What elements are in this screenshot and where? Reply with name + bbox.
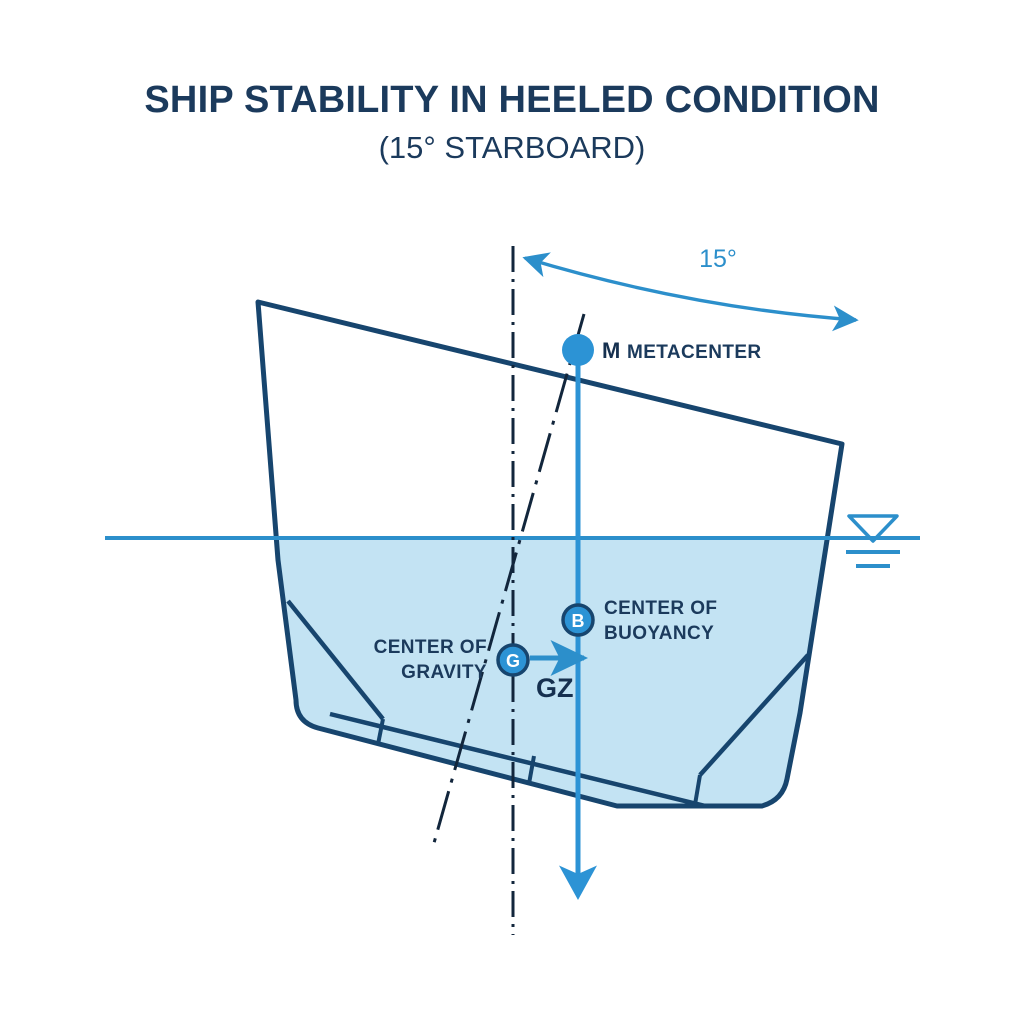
buoyancy-marker-letter: B [572,611,585,631]
submerged-hull-fill [276,538,828,806]
double-bottom-line [329,711,796,806]
waterline-symbol [846,514,900,568]
gravity-marker[interactable]: G [496,643,530,677]
heeled-centerline [432,313,586,844]
gz-label: GZ [536,673,574,703]
buoyancy-point-icon[interactable] [561,603,595,637]
buoyancy-label-line1: CENTER OF [604,598,717,619]
starboard-chamfer-line [698,653,810,777]
gravity-label-line2: GRAVITY [401,662,487,683]
buoyancy-marker[interactable]: B [561,603,595,637]
tank-bulkhead-3 [686,774,702,806]
gravity-label-line1: CENTER OF [374,637,487,658]
metacenter-point-icon[interactable] [562,334,594,366]
page-subtitle: (15° STARBOARD) [379,130,646,165]
metacenter-label: METACENTER [627,342,762,363]
port-chamfer-line [286,599,385,721]
metacenter-marker[interactable] [562,334,594,366]
gravity-point-icon[interactable] [496,643,530,677]
metacenter-letter: M [602,338,620,363]
buoyancy-label-line2: BUOYANCY [604,623,714,644]
heel-angle-arc [522,252,859,332]
page-title: SHIP STABILITY IN HEELED CONDITION [144,79,879,121]
gravity-marker-letter: G [506,651,520,671]
heel-angle-label: 15° [699,245,737,273]
hull-outline [255,299,845,809]
